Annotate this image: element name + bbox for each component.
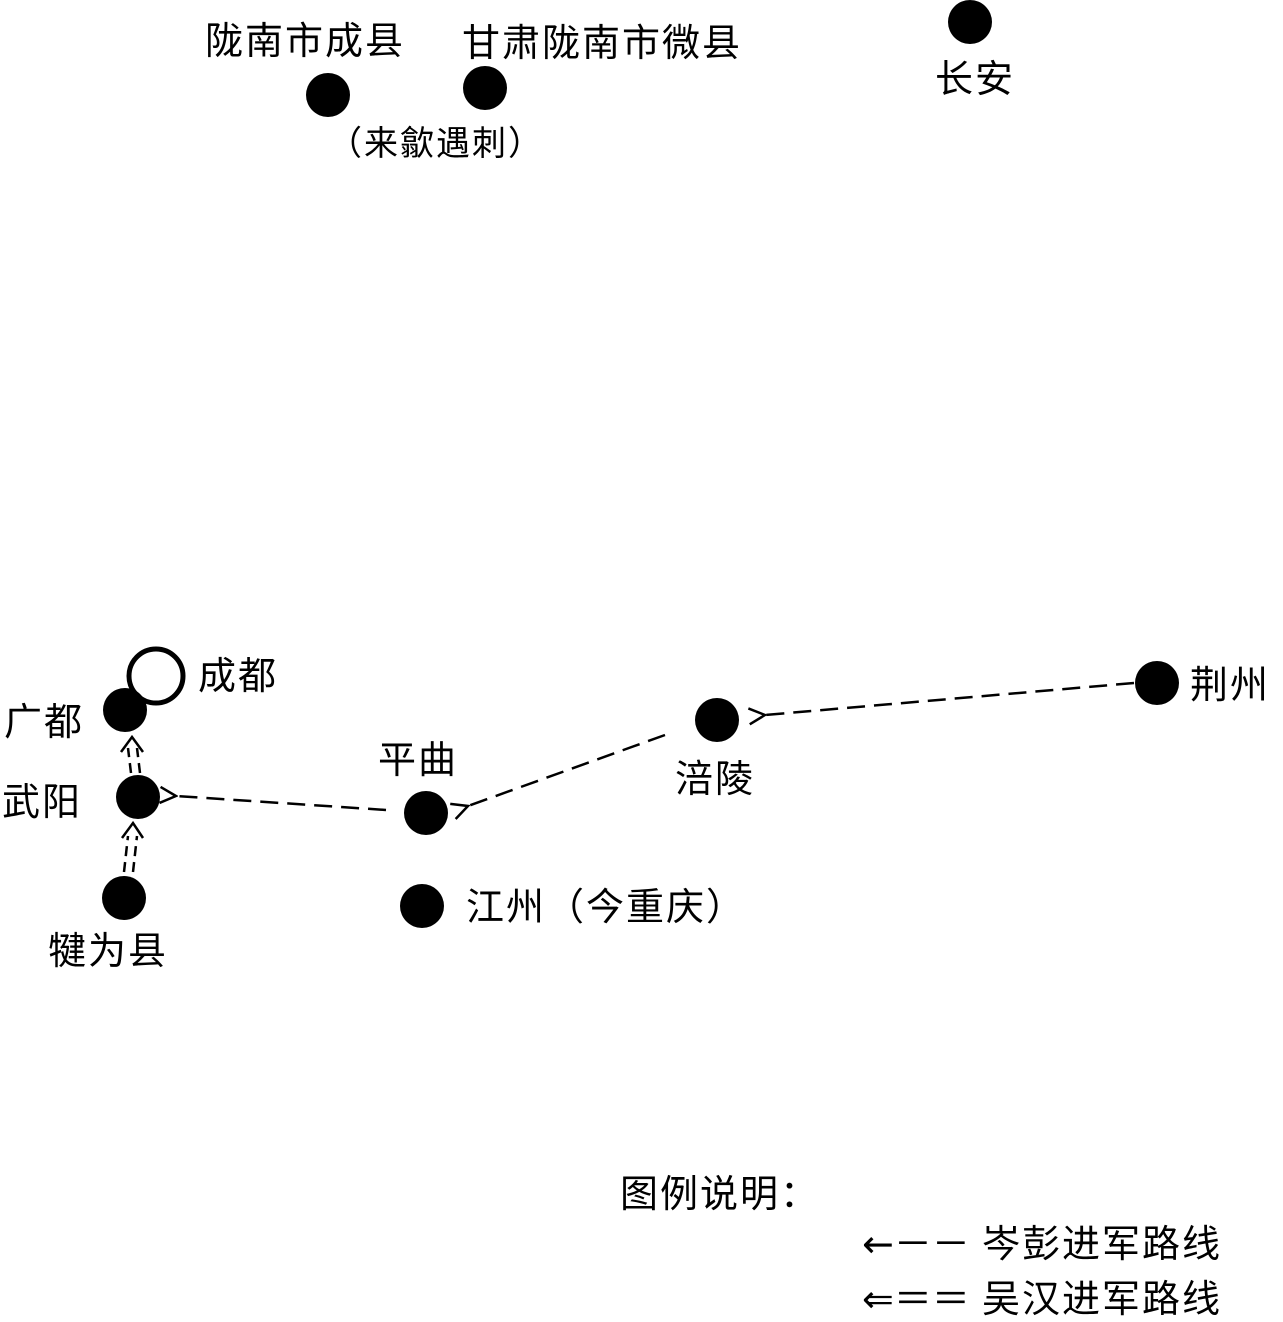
marker-wuyang (116, 775, 160, 819)
legend-item-wuhan: ⇐＝＝ 吴汉进军路线 (862, 1280, 1222, 1318)
marker-weixian (463, 66, 507, 110)
legend-label-wuhan: 吴汉进军路线 (982, 1277, 1223, 1321)
marker-chengdu (126, 646, 186, 706)
label-jianwei: 犍为县 (48, 929, 169, 973)
label-fuling: 涪陵 (675, 757, 756, 801)
label-jingzhou: 荆州 (1190, 663, 1271, 707)
legend-title: 图例说明： (620, 1172, 821, 1216)
marker-jingzhou (1135, 661, 1179, 705)
marker-guangdu (103, 688, 147, 732)
label-laixi-note: （来歙遇刺） (328, 124, 544, 164)
marker-chengxian (306, 73, 350, 117)
legend-symbol-double-dashed-arrow: ⇐＝＝ (862, 1277, 970, 1321)
label-weixian: 甘肃陇南市微县 (462, 21, 743, 65)
cenpeng-route-pingqu-wuyang (176, 796, 387, 812)
marker-changan (948, 0, 992, 44)
cenpeng-route-fuling-pingqu (468, 733, 666, 806)
label-chengxian: 陇南市成县 (205, 19, 406, 63)
label-changan: 长安 (935, 57, 1016, 101)
legend-label-cenpeng: 岑彭进军路线 (982, 1222, 1223, 1266)
label-jiangzhou: 江州（今重庆） (466, 885, 747, 929)
marker-jiangzhou (400, 884, 444, 928)
wuhan-route-wuyang-guangdu (119, 734, 145, 774)
legend-item-cenpeng: ←－－ 岑彭进军路线 (862, 1225, 1222, 1263)
marker-jianwei (102, 876, 146, 920)
label-chengdu: 成都 (198, 654, 279, 698)
legend-symbol-single-dashed-arrow: ←－－ (862, 1222, 970, 1266)
marker-fuling (695, 698, 739, 742)
label-guangdu: 广都 (4, 700, 85, 744)
marker-pingqu (404, 791, 448, 835)
label-pingqu: 平曲 (378, 738, 459, 782)
label-wuyang: 武阳 (2, 780, 83, 824)
wuhan-route-jianwei-wuyang (120, 820, 145, 873)
cenpeng-route-jingzhou-fuling (765, 681, 1135, 715)
